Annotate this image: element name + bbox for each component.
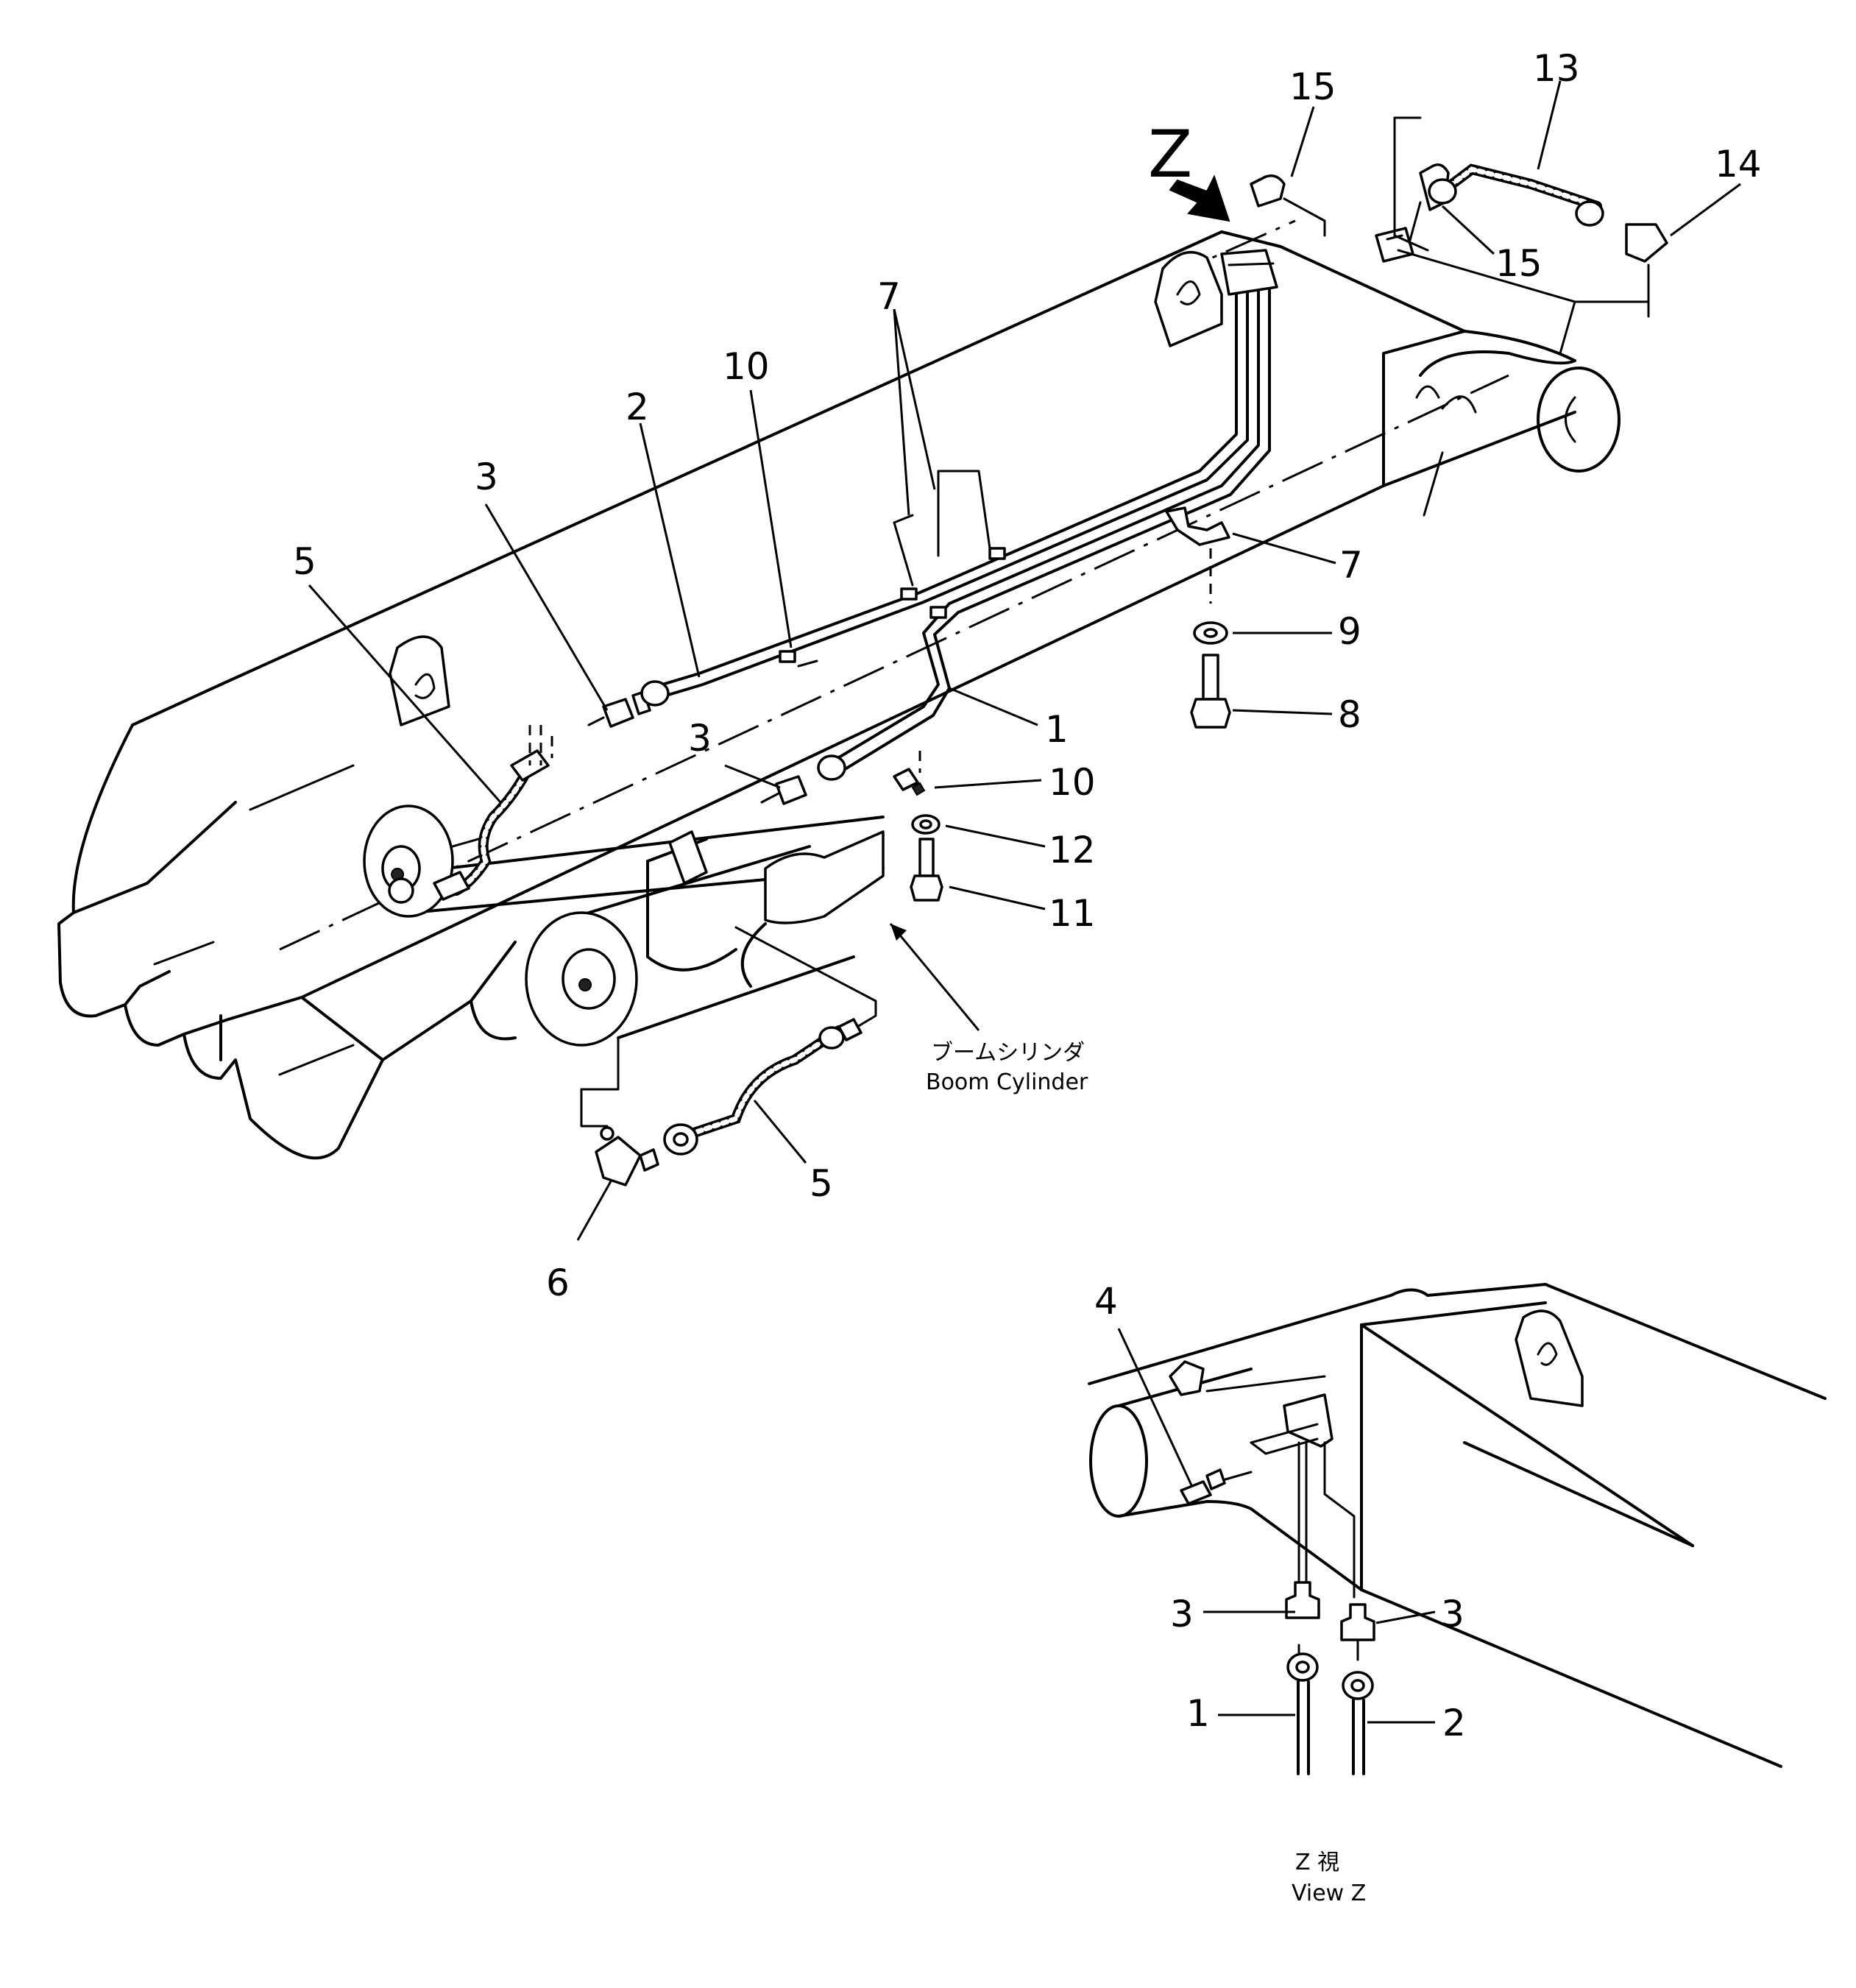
callout-3: 3 [1441, 1593, 1464, 1635]
callout-15: 15 [1495, 242, 1542, 285]
boom-body [57, 219, 1621, 1160]
callout-5: 5 [293, 540, 316, 583]
boom-cylinder [363, 804, 885, 1047]
view-z-caption-jp: Z 視 [1295, 1850, 1339, 1875]
leader-lines [308, 80, 1741, 1724]
callout-8: 8 [1338, 693, 1361, 736]
boom-cylinder-label-en: Boom Cylinder [926, 1069, 1088, 1095]
callout-numbers: 15 13 14 15 7 10 2 3 5 7 9 8 1 3 10 12 1… [293, 47, 1762, 1744]
pipe-lines [661, 249, 1278, 774]
callout-14: 14 [1715, 143, 1762, 185]
hoses [451, 163, 1602, 1142]
callout-12: 12 [1049, 829, 1096, 871]
view-z-caption-en: View Z [1292, 1881, 1366, 1906]
callout-3: 3 [475, 456, 498, 498]
callout-9: 9 [1338, 610, 1361, 653]
callout-2: 2 [1442, 1702, 1466, 1744]
callout-5: 5 [810, 1162, 833, 1205]
boom-cylinder-label-jp: ブームシリンダ [931, 1040, 1085, 1066]
callout-15: 15 [1289, 66, 1336, 108]
callout-10: 10 [1049, 761, 1096, 804]
callout-11: 11 [1049, 892, 1096, 935]
callout-6: 6 [546, 1262, 570, 1304]
callout-7: 7 [1339, 544, 1363, 587]
view-z-inset: Z 視 View Z [1088, 1283, 1827, 1906]
callout-13: 13 [1533, 47, 1580, 90]
view-arrow-letter: Z [1148, 116, 1192, 192]
callout-7: 7 [877, 275, 901, 318]
callout-2: 2 [626, 386, 649, 428]
callout-1: 1 [1045, 708, 1069, 751]
fittings [388, 116, 1668, 1186]
callout-4: 4 [1094, 1280, 1118, 1323]
view-z-arrow: Z [1148, 116, 1230, 222]
callout-3: 3 [1170, 1593, 1194, 1635]
callout-10: 10 [723, 345, 770, 388]
callout-1: 1 [1186, 1692, 1210, 1735]
boom-cylinder-label: ブームシリンダ Boom Cylinder [889, 923, 1088, 1095]
callout-3: 3 [688, 717, 712, 760]
